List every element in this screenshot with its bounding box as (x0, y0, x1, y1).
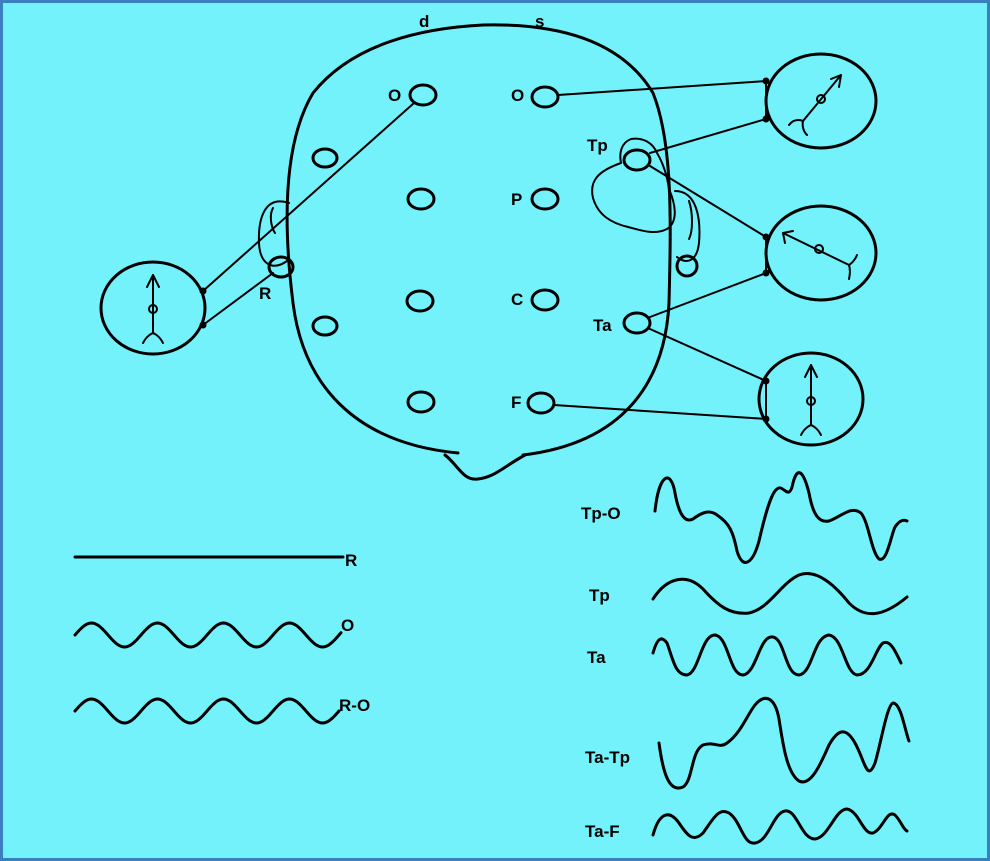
electrode-right-o (530, 85, 560, 109)
galvanometer-left (99, 260, 207, 356)
galvanometer-bottom-right (757, 351, 865, 447)
trace-ta-tp (657, 696, 911, 790)
galvanometer-middle-right (762, 204, 878, 302)
left-ear-inner (269, 207, 276, 234)
wire-r-to-meter (202, 272, 274, 326)
electrode-tp (622, 148, 652, 172)
trace-label-ta: Ta (587, 648, 606, 667)
trace-label-tp: Tp (589, 586, 610, 605)
electrode-left-f (406, 390, 436, 414)
label-c: C (511, 290, 523, 309)
electrode-right-temporal (675, 254, 699, 278)
electrode-ta (622, 311, 652, 335)
galvanometer-top-right (762, 52, 878, 150)
label-left-o: O (388, 86, 401, 105)
right-ear-inner (688, 200, 693, 240)
label-right-o: O (511, 86, 524, 105)
trace-label-o: O (341, 616, 354, 635)
electrode-left-c (405, 289, 435, 313)
nose (443, 453, 527, 481)
trace-r-o (73, 697, 341, 725)
wire-tp-to-top-meter (649, 118, 767, 154)
electrode-left-p (406, 187, 436, 211)
label-r: R (259, 284, 271, 303)
electrode-p (530, 187, 560, 211)
trace-ta-f (651, 807, 909, 845)
wire-ta-to-middle-meter (649, 272, 767, 318)
trace-tp (651, 572, 909, 616)
electrode-left-frontal (311, 315, 339, 337)
left-ear (257, 200, 290, 267)
label-ta: Ta (593, 316, 612, 335)
electrode-left-o (408, 83, 438, 107)
electrode-c (530, 288, 560, 312)
trace-label-ta-tp: Ta-Tp (585, 748, 630, 767)
trace-o (73, 621, 343, 649)
electrode-f (526, 391, 556, 415)
label-f: F (511, 393, 521, 412)
temporal-focus-outline (591, 137, 676, 234)
trace-ta (651, 633, 903, 677)
trace-tp-o (653, 471, 909, 564)
head-outline (285, 23, 672, 457)
trace-label-tp-o: Tp-O (581, 504, 621, 523)
electrode-r (267, 255, 295, 279)
wire-tp-to-middle-meter (649, 165, 767, 238)
label-p: P (511, 190, 522, 209)
trace-label-r-o: R-O (339, 696, 370, 715)
diagram-canvas: d s O O Tp P R C Ta F (73, 12, 911, 845)
trace-label-ta-f: Ta-F (585, 822, 620, 841)
electrode-left-parietal (311, 147, 339, 169)
label-s: s (535, 12, 544, 31)
right-ear (674, 190, 701, 262)
label-d: d (419, 12, 429, 31)
wire-right-o-to-meter (557, 80, 767, 96)
wire-f-to-bottom-meter (553, 404, 767, 420)
label-tp: Tp (587, 136, 608, 155)
trace-label-r: R (345, 551, 357, 570)
wire-ta-to-bottom-meter (649, 328, 767, 382)
wire-left-o-to-meter (202, 102, 415, 292)
